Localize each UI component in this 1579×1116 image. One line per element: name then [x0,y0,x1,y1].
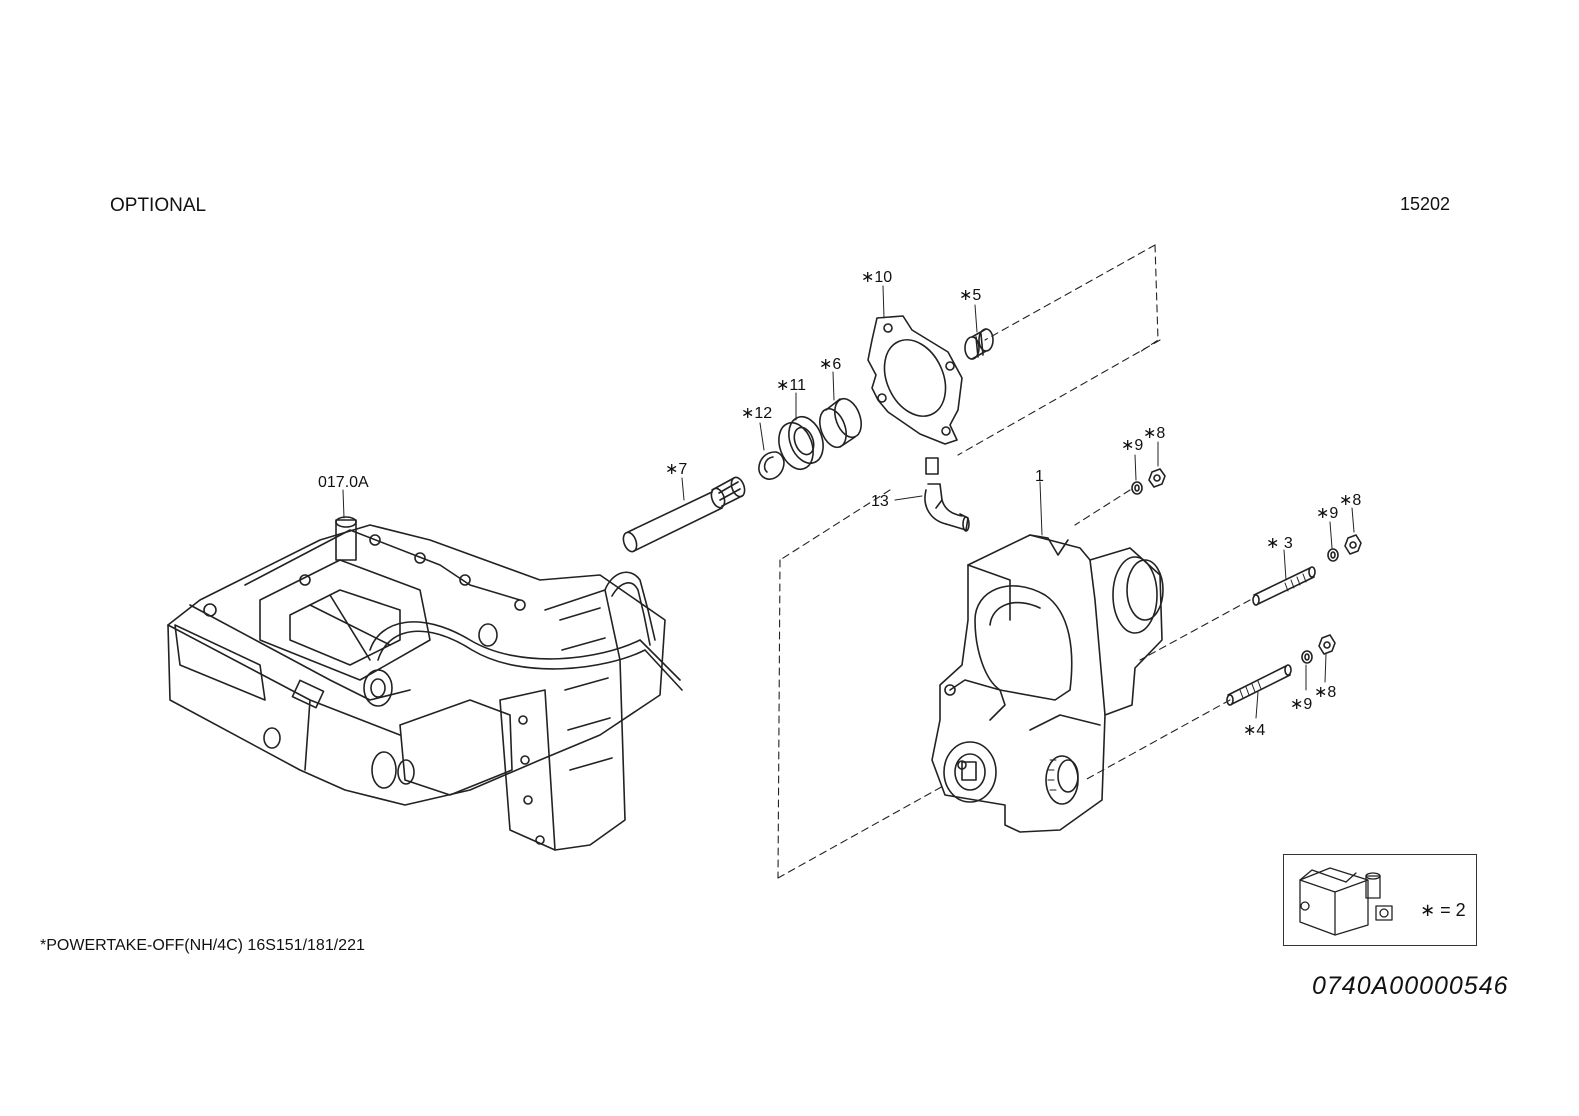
callout-13: 13 [871,493,889,510]
callout-6: ∗6 [819,356,841,373]
callout-ref-017-0a: 017.0A [318,474,369,491]
snap-ring-part-12 [758,451,785,480]
callout-4: ∗4 [1243,722,1265,739]
nut-washer-set-lower [1301,634,1336,664]
callout-1: 1 [1035,468,1044,485]
kit-quantity-label: ∗ = 2 [1420,900,1466,920]
callout-leader-lines [342,285,1355,719]
optional-label: OPTIONAL [110,195,207,216]
callout-12: ∗12 [741,405,772,422]
kit-legend-box [1283,854,1477,946]
callout-9-upper: ∗9 [1121,437,1143,454]
callout-labels: ∗10 ∗5 ∗6 ∗11 ∗12 ∗7 13 1 ∗9 ∗8 ∗9 ∗8 ∗ … [318,269,1361,739]
page-number: 15202 [1400,194,1451,214]
document-id: 0740A00000546 [1312,972,1509,1000]
callout-8-upper: ∗8 [1143,425,1165,442]
stud-part-3 [1252,566,1316,606]
callout-3: ∗ 3 [1266,535,1293,552]
callout-10: ∗10 [861,269,892,286]
callout-8-lower: ∗8 [1314,684,1336,701]
elbow-fitting-part-13 [924,457,970,532]
kit-package-icon [1299,867,1393,936]
stud-part-4 [1226,664,1292,706]
assembly-guide-lines [777,244,1251,879]
gasket-part-10 [867,315,963,445]
footnote: *POWERTAKE-OFF(NH/4C) 16S151/181/221 [40,937,365,954]
needle-bearing-part-5 [964,328,994,360]
callout-9-lower: ∗9 [1290,696,1312,713]
callout-11: ∗11 [776,377,806,394]
nut-washer-set-upper [1131,468,1166,495]
callout-7: ∗7 [665,461,687,478]
sleeve-part-6 [819,397,862,449]
splined-shaft-part-7 [622,476,746,553]
callout-8-middle: ∗8 [1339,492,1361,509]
valve-block-assembly-ref [167,516,683,851]
callout-5: ∗5 [959,287,981,304]
pto-housing-part-1 [931,534,1164,833]
callout-9-middle: ∗9 [1316,505,1338,522]
ball-bearing-part-11 [778,415,824,471]
nut-washer-set-middle [1327,534,1362,562]
